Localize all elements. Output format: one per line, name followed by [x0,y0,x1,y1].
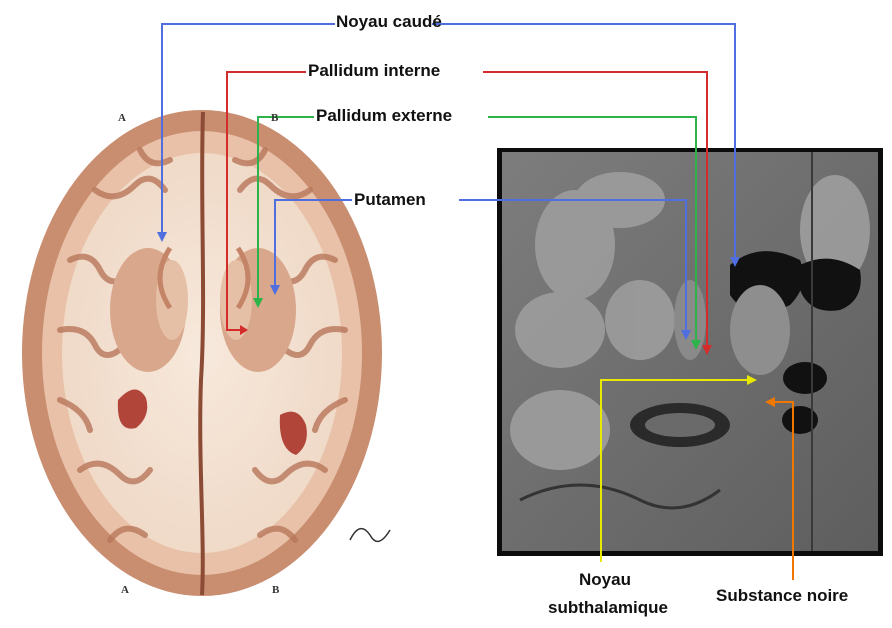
section-letter-a-top: A [118,112,126,124]
label-pallidum-externe: Pallidum externe [316,106,452,126]
mri-coronal-slice [497,148,883,556]
axial-brain-illustration [22,110,390,596]
section-letter-b-bottom: B [272,584,279,596]
label-pallidum-interne: Pallidum interne [308,61,440,81]
section-letter-a-bottom: A [121,584,129,596]
label-noyau-caude: Noyau caudé [336,12,442,32]
label-pallidum-externe-part2: terne [410,106,452,125]
label-noyau-sub-line1: Noyau [570,570,640,590]
label-substance-noire: Substance noire [716,586,848,606]
section-letter-b-top: B [271,112,278,124]
label-pallidum-externe-part1: Pallidum ex [316,106,410,125]
label-noyau-sub-line2: subthalamique [548,598,668,618]
label-putamen: Putamen [354,190,426,210]
